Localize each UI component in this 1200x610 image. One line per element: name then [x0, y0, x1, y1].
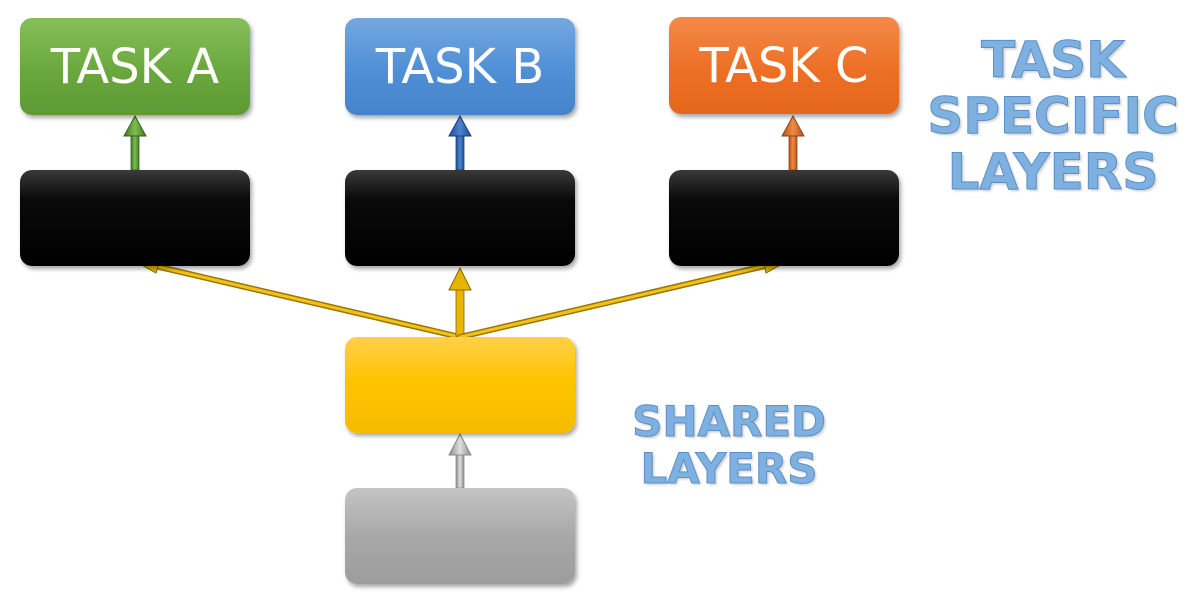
task-b-box: TASK B [345, 18, 575, 115]
task-specific-label-line-1: TASK [981, 31, 1126, 89]
arrow-shared-to-layer-a [136, 258, 463, 340]
shared-layers-label: SHARED LAYERS [614, 397, 844, 494]
arrow-shared-to-layer-c [457, 258, 786, 340]
task-a-label: TASK A [50, 38, 220, 95]
arrow-shared-to-layer-b [448, 266, 472, 338]
task-specific-layer-b [345, 170, 575, 266]
task-specific-layers-label: TASK SPECIFIC LAYERS [918, 31, 1188, 201]
task-b-label: TASK B [375, 38, 545, 95]
shared-label-line-2: LAYERS [640, 444, 818, 494]
task-specific-label-line-2: SPECIFIC [927, 87, 1180, 145]
task-specific-label-line-3: LAYERS [947, 143, 1159, 201]
arrow-layer-a-to-task-a [123, 114, 147, 171]
task-specific-layer-c [669, 170, 899, 266]
shared-layer-box [345, 337, 575, 433]
input-layer-box [345, 488, 575, 584]
arrow-layer-c-to-task-c [781, 114, 805, 171]
task-c-box: TASK C [669, 17, 899, 114]
shared-label-line-1: SHARED [632, 397, 827, 446]
task-c-label: TASK C [699, 37, 869, 94]
task-a-box: TASK A [20, 18, 250, 115]
task-specific-layer-a [20, 170, 250, 266]
arrow-layer-b-to-task-b [448, 114, 472, 171]
arrow-input-to-shared [448, 432, 472, 489]
